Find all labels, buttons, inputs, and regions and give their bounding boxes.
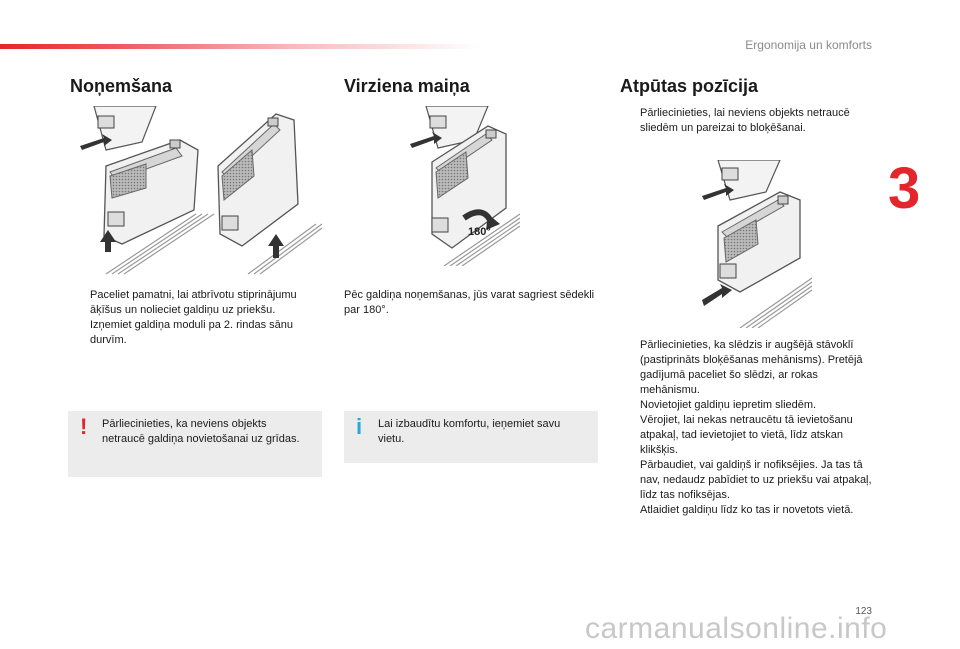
- chapter-number: 3: [888, 156, 921, 221]
- list-item: Pārbaudiet, vai galdiņš ir nofiksējies. …: [640, 459, 872, 501]
- watermark: carmanualsonline.info: [585, 612, 888, 645]
- warning-note: ! Pārliecinieties, ka neviens objekts ne…: [68, 411, 322, 477]
- page-number: 123: [855, 606, 872, 617]
- rest-precheck: Pārliecinieties, lai neviens objekts net…: [620, 106, 874, 136]
- list-item: Paceliet pamatni, lai atbrīvotu stiprinā…: [90, 289, 297, 316]
- info-icon: i: [356, 414, 363, 439]
- column-rest: Atpūtas pozīcija: [620, 76, 874, 107]
- heading-removal: Noņemšana: [70, 76, 173, 96]
- column-removal: Noņemšana: [70, 76, 324, 107]
- column-direction: Virziena maiņa: [344, 76, 598, 107]
- illustration-rest: [700, 160, 812, 328]
- list-item: Pārliecinieties, lai neviens objekts net…: [640, 107, 850, 134]
- rotation-label: 180°: [468, 226, 491, 238]
- list-item: Vērojiet, lai nekas netraucētu tā ieviet…: [640, 414, 853, 456]
- direction-text: Pēc galdiņa noņemšanas, jūs varat sagrie…: [344, 289, 595, 316]
- removal-steps: Paceliet pamatni, lai atbrīvotu stiprinā…: [70, 288, 324, 348]
- heading-direction: Virziena maiņa: [344, 76, 470, 96]
- header-accent-bar: [0, 44, 480, 49]
- warning-icon: !: [80, 414, 88, 439]
- rest-steps: Pārliecinieties, ka slēdzis ir augšējā s…: [620, 338, 874, 518]
- list-item: Izņemiet galdiņa moduli pa 2. rindas sān…: [90, 319, 294, 346]
- info-text: Lai izbaudītu komfortu, ieņemiet savu vi…: [378, 418, 561, 445]
- info-note: i Lai izbaudītu komfortu, ieņemiet savu …: [344, 411, 598, 463]
- heading-rest: Atpūtas pozīcija: [620, 76, 759, 96]
- list-item: Pārliecinieties, ka slēdzis ir augšējā s…: [640, 339, 863, 396]
- illustration-direction: [408, 106, 520, 266]
- list-item: Novietojiet galdiņu iepretim sliedēm.: [640, 399, 817, 411]
- list-item: Atlaidiet galdiņu līdz ko tas ir novetot…: [640, 504, 854, 516]
- warning-text: Pārliecinieties, ka neviens objekts netr…: [102, 418, 300, 445]
- section-title: Ergonomija un komforts: [745, 38, 872, 52]
- illustration-removal: [76, 106, 322, 276]
